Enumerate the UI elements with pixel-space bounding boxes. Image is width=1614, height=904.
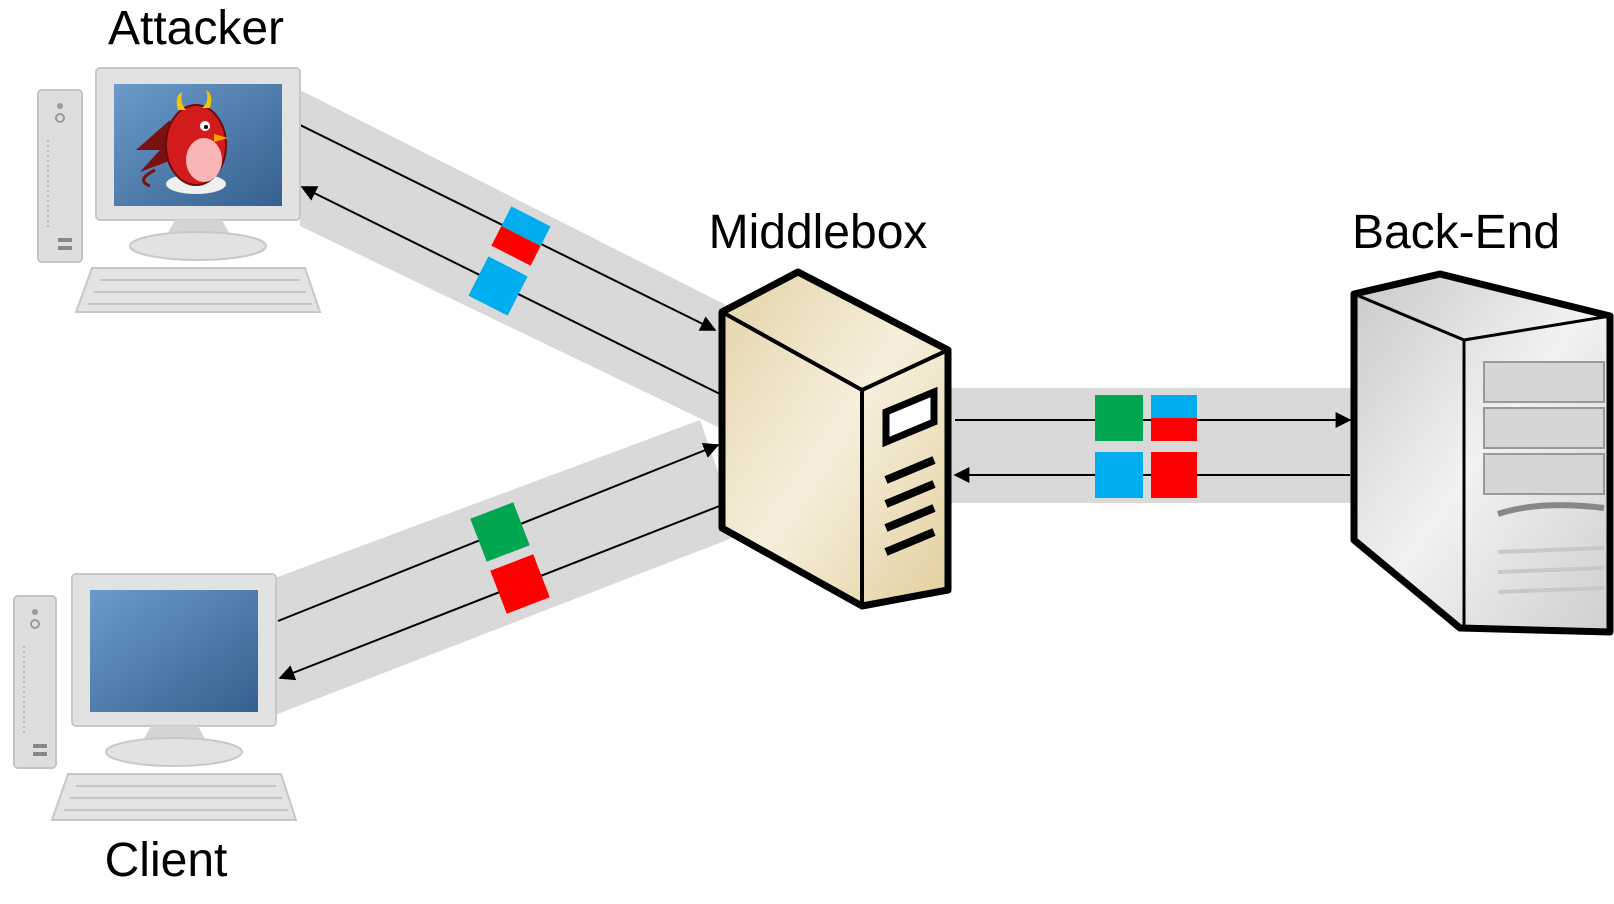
devil-bird-icon	[136, 90, 228, 194]
backend-label: Back-End	[1352, 206, 1560, 259]
attacker-computer	[37, 67, 322, 313]
packet-blue	[468, 256, 528, 316]
packet-red	[1151, 452, 1197, 498]
packet-blue-red	[1151, 395, 1197, 441]
backend-server	[1350, 270, 1614, 636]
packet-blue	[1095, 452, 1143, 498]
middlebox-label: Middlebox	[709, 206, 928, 259]
packet-green	[470, 502, 530, 562]
packet-blue-red	[491, 206, 551, 266]
client-label: Client	[105, 834, 228, 887]
attacker-label: Attacker	[108, 2, 284, 55]
middlebox-server	[718, 268, 952, 610]
packets	[468, 206, 1197, 614]
client-computer	[13, 573, 298, 821]
packet-red	[490, 554, 550, 614]
packet-green	[1095, 395, 1143, 441]
